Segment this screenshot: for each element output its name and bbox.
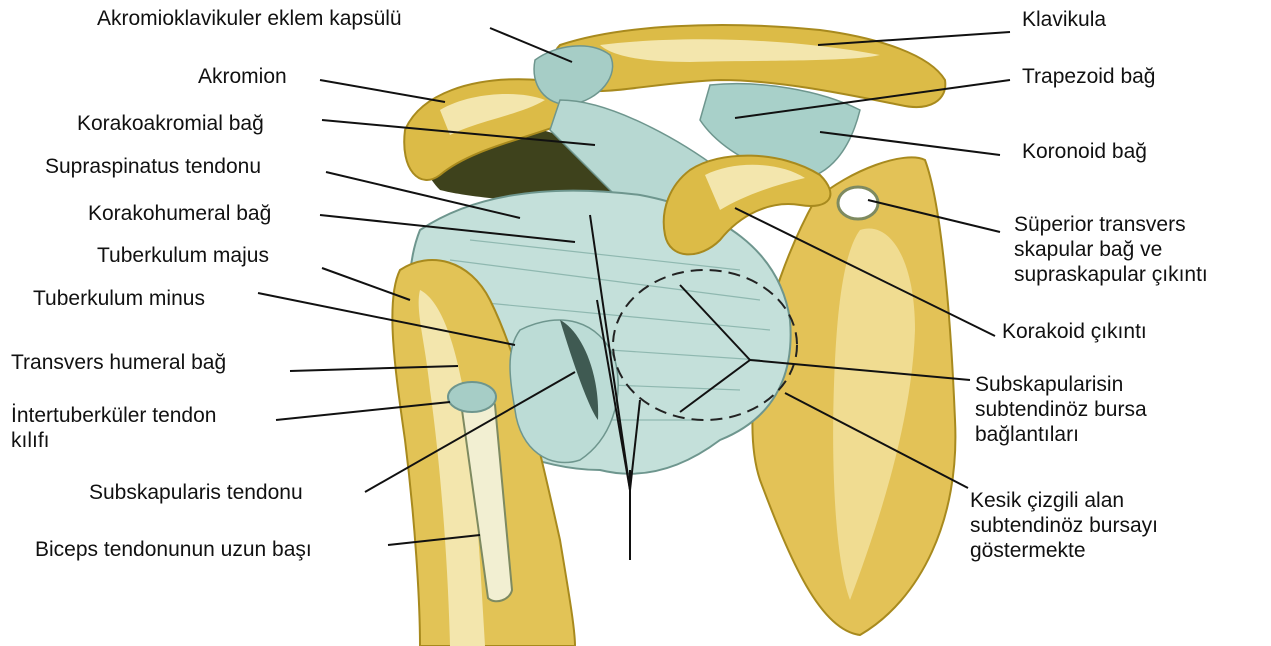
label-tuberkulum-majus: Tuberkulum majus	[97, 243, 269, 268]
label-kesik-line2: subtendinöz bursayı	[970, 513, 1158, 538]
label-bursa-line1: Subskapularisin	[975, 372, 1147, 397]
label-superior-transvers-line2: skapular bağ ve	[1014, 237, 1208, 262]
label-kesik-line3: göstermekte	[970, 538, 1158, 563]
anatomy-drawing	[392, 25, 955, 646]
label-trapezoid: Trapezoid bağ	[1022, 64, 1155, 89]
label-subskapularis-tendonu: Subskapularis tendonu	[89, 480, 303, 505]
label-tuberkulum-minus: Tuberkulum minus	[33, 286, 205, 311]
label-superior-transvers-line1: Süperior transvers	[1014, 212, 1208, 237]
label-kesik-line1: Kesik çizgili alan	[970, 488, 1158, 513]
scapular-notch	[838, 187, 878, 219]
tendon-sheath	[448, 382, 496, 412]
label-bursa-line3: bağlantıları	[975, 422, 1147, 447]
label-akromioklavikuler: Akromioklavikuler eklem kapsülü	[97, 6, 402, 31]
label-biceps: Biceps tendonunun uzun başı	[35, 537, 312, 562]
label-transvers-humeral: Transvers humeral bağ	[11, 350, 226, 375]
label-koronoid: Koronoid bağ	[1022, 139, 1147, 164]
label-kesik-cizgili: Kesik çizgili alan subtendinöz bursayı g…	[970, 488, 1158, 563]
label-superior-transvers: Süperior transvers skapular bağ ve supra…	[1014, 212, 1208, 287]
label-intertuberkuler: İntertuberküler tendon kılıfı	[11, 403, 216, 453]
label-korakoid: Korakoid çıkıntı	[1002, 319, 1147, 344]
ac-joint-capsule	[534, 46, 613, 105]
label-supraspinatus: Supraspinatus tendonu	[45, 154, 261, 179]
label-korakohumeral: Korakohumeral bağ	[88, 201, 271, 226]
label-klavikula: Klavikula	[1022, 7, 1106, 32]
label-intertuberkuler-line2: kılıfı	[11, 428, 216, 453]
label-intertuberkuler-line1: İntertuberküler tendon	[11, 403, 216, 428]
label-superior-transvers-line3: supraskapular çıkıntı	[1014, 262, 1208, 287]
leader-akromion	[320, 80, 445, 102]
label-akromion: Akromion	[198, 64, 287, 89]
label-bursa-line2: subtendinöz bursa	[975, 397, 1147, 422]
label-bursa-baglantilari: Subskapularisin subtendinöz bursa bağlan…	[975, 372, 1147, 447]
label-korakoakromial: Korakoakromial bağ	[77, 111, 264, 136]
